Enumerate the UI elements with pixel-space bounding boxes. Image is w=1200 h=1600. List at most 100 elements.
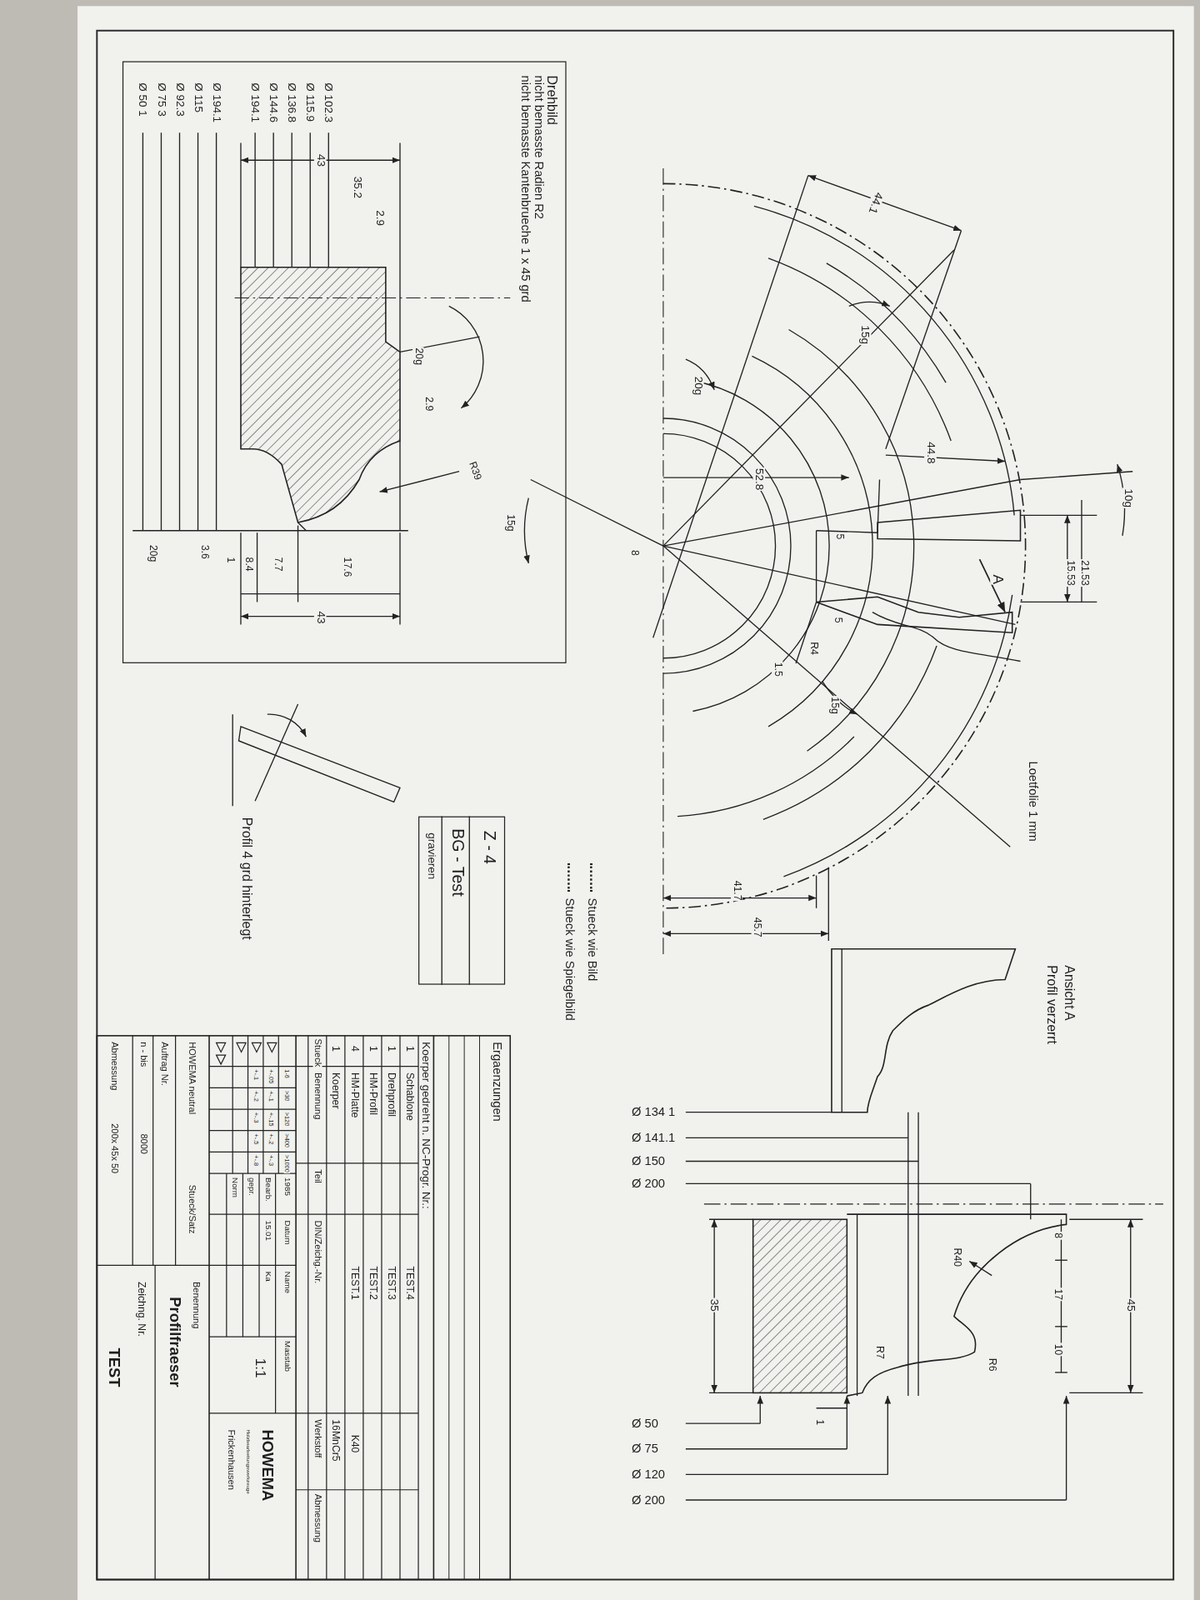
cutter-front-view <box>1020 601 1097 603</box>
turning-dimension: 43 <box>314 610 326 625</box>
cutter-side-view <box>685 1474 888 1475</box>
title-block-grid <box>209 1335 296 1337</box>
cutter-front-view <box>524 168 1133 955</box>
dimension-label: Loetfolie 1 mm <box>1025 760 1039 843</box>
dimension-label: Ø 75 <box>630 1442 660 1455</box>
title-block-grid <box>275 1173 276 1414</box>
turning-dimension: 3.6 <box>198 544 210 560</box>
cutter-front-view <box>663 418 791 674</box>
title-block-cell: Benennung <box>312 1071 323 1121</box>
engraving-box: Z - 4BG - Testgravieren <box>418 816 505 985</box>
title-block-grid <box>242 1173 244 1337</box>
cutter-front-view <box>663 183 1026 908</box>
title-block-cell: >1000 <box>283 1154 290 1174</box>
turning-profile-section <box>298 522 307 531</box>
cutter-front-view <box>754 205 1015 515</box>
cutter-front-view <box>653 175 809 639</box>
cutter-side-view <box>831 949 1015 1113</box>
legend-line-sample <box>567 863 570 892</box>
cutter-side-view <box>969 1260 992 1275</box>
cutter-side-view <box>685 1448 847 1450</box>
turning-profile-section <box>399 440 400 531</box>
title-block-cell: +-.5 <box>252 1132 260 1145</box>
title-block-cell: TEST.1 <box>348 1265 360 1301</box>
turning-dimension: Ø 144.6 <box>267 81 280 124</box>
title-block-cell: +-.1 <box>268 1090 275 1103</box>
cutter-front-view <box>663 433 776 658</box>
title-block-cell: Schablone <box>404 1071 415 1122</box>
cutter-side-view <box>685 1499 1067 1500</box>
cutter-side-view <box>841 949 843 1113</box>
cutter-front-view <box>885 455 1005 461</box>
title-block-cell: +-.2 <box>252 1090 260 1103</box>
turning-profile-section <box>291 132 293 268</box>
cutter-side-view <box>816 1407 848 1409</box>
cutter-front-view <box>816 480 880 534</box>
title-block-cell: Abmessung <box>312 1492 323 1544</box>
cutter-side-view <box>685 1422 760 1424</box>
dimension-label: 15.53 <box>1065 559 1076 587</box>
turning-profile-section <box>215 132 217 531</box>
cutter-side-view <box>760 1395 761 1424</box>
title-block-grid <box>479 1035 480 1580</box>
title-block-cell: HOWEMA neutral <box>186 1040 197 1115</box>
turning-profile-section <box>240 593 400 595</box>
title-block-cell: +-.05 <box>268 1068 275 1085</box>
cutter-side-view <box>846 1395 848 1450</box>
turning-profile-section <box>142 132 144 531</box>
cutter-front-view <box>763 645 937 820</box>
title-block-grid <box>225 1173 227 1337</box>
turning-dimension: R39 <box>466 459 485 483</box>
title-block-grid <box>152 1035 154 1266</box>
dimension-label: 8 <box>629 549 640 557</box>
turning-dimension: 17.6 <box>341 555 353 578</box>
title-block-cell: Ergaenzungen <box>490 1040 504 1123</box>
turning-dimension: 7.7 <box>272 555 284 572</box>
title-block-grid <box>295 1489 419 1490</box>
cutter-side-view <box>709 1219 754 1220</box>
legend-entry: Stueck wie Spiegelbild <box>563 862 576 1022</box>
cutter-front-view <box>828 867 830 941</box>
dimension-label: Ø 141.1 <box>630 1131 677 1145</box>
turning-profile-section <box>380 471 460 492</box>
turning-profile-section <box>399 532 400 625</box>
title-block-grid <box>132 1035 134 1266</box>
dimension-label: 1.5 <box>772 660 784 677</box>
legend-line-sample <box>590 863 592 892</box>
dimension-label: 10 <box>1052 1342 1064 1356</box>
sheet-frame <box>96 30 1174 1580</box>
dimension-label: R7 <box>874 1345 885 1360</box>
dimension-label: 35 <box>708 1298 720 1313</box>
title-block-grid <box>307 1035 309 1580</box>
cutter-front-view <box>826 263 946 383</box>
cutter-front-view <box>663 250 955 546</box>
cutter-front-view <box>872 612 1021 662</box>
cutter-front-view <box>751 355 873 726</box>
cutter-front-view <box>530 480 664 547</box>
title-block-cell: Werkstoff <box>312 1418 323 1460</box>
dimension-label: R6 <box>986 1357 998 1373</box>
node-text: nicht bemasste Kantenbrueche 1 x 45 grd <box>519 74 532 303</box>
title-block-grid <box>278 1035 280 1174</box>
title-block-cell: 1 <box>385 1045 397 1053</box>
title-block-cell: 1 <box>367 1045 379 1053</box>
note-text: Profil 4 grd hinterlegt <box>240 816 255 941</box>
cutter-side-view <box>685 949 1164 1500</box>
title-block-grid <box>295 1214 419 1215</box>
cutter-side-view <box>704 1203 1164 1205</box>
engraving-box-lines <box>441 816 443 985</box>
turning-profile-section <box>399 142 400 352</box>
turning-dimension: 20g <box>413 346 425 366</box>
dimension-label: 15g <box>505 513 516 533</box>
cutter-front-view <box>816 596 1013 633</box>
turning-profile-section <box>240 142 241 267</box>
title-block-cell: >400 <box>283 1132 290 1149</box>
turning-dimension: 1 <box>225 555 236 564</box>
title-block-cell: Ka <box>263 1270 272 1282</box>
cutter-front-view <box>662 168 664 955</box>
turning-dimension: Ø 102.3 <box>322 81 335 124</box>
legend-text: Stueck wie Spiegelbild <box>562 898 577 1021</box>
dimension-label: Ø 150 <box>630 1155 666 1168</box>
turning-profile-section <box>400 336 480 352</box>
cutter-side-view <box>1055 1371 1068 1373</box>
